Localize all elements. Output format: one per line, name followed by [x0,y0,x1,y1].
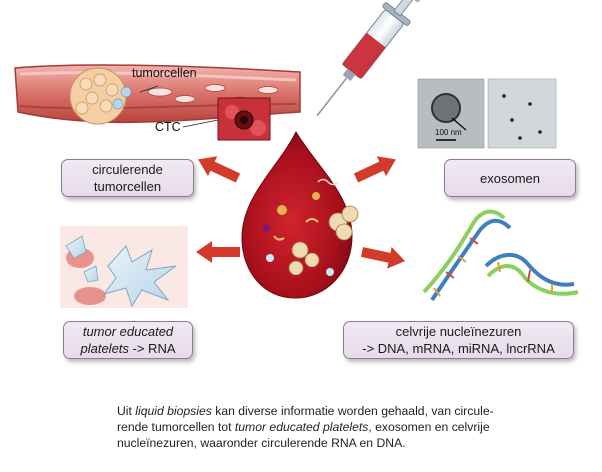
ctc-inset [139,85,271,141]
tumor-cell-cluster [69,67,132,125]
exosome-micrograph-2 [487,78,557,149]
dna-illustration [422,209,579,302]
syringe-illustration [316,0,421,117]
box-platelets-line1: tumor educated [82,324,174,339]
box-cell-free-nucleic-acids: celvrije nucleïnezuren -> DNA, mRNA, miR… [343,321,574,359]
arrow-to-ctc [198,156,241,183]
caption-line-2: rende tumorcellen tot tumor educated pla… [117,420,490,434]
box-exosomes-label: exosomen [480,170,540,186]
caption-line-1: Uit liquid biopsies kan diverse informat… [117,404,494,418]
blood-drop [241,130,359,299]
exosome-micrograph [417,78,485,149]
arrow-to-nucleic-acids [360,247,406,269]
box-ctc-line2: tumorcellen [93,179,162,194]
box-tumor-educated-platelets: tumor educated platelets -> RNA [63,321,193,359]
arrow-to-platelets [196,241,240,263]
label-scale-bar: 100 nm [435,128,462,137]
figure-caption: Uit liquid biopsies kan diverse informat… [117,403,587,451]
box-exosomes: exosomen [444,159,576,197]
box-circulating-tumor-cells: circulerende tumorcellen [61,159,194,197]
box-ctc-line1: circulerende [92,162,163,177]
box-platelets-line2: platelets -> RNA [80,341,176,356]
label-tumorcellen: tumorcellen [132,66,197,80]
box-nucleic-line1: celvrije nucleïnezuren [395,324,522,339]
label-ctc: CTC [155,120,181,134]
arrow-to-exosomes [353,156,396,183]
box-nucleic-line2: -> DNA, mRNA, miRNA, lncrRNA [362,341,555,356]
platelet-illustration [60,226,188,308]
caption-line-3: nucleïnezuren, waaronder circulerende RN… [117,436,406,450]
